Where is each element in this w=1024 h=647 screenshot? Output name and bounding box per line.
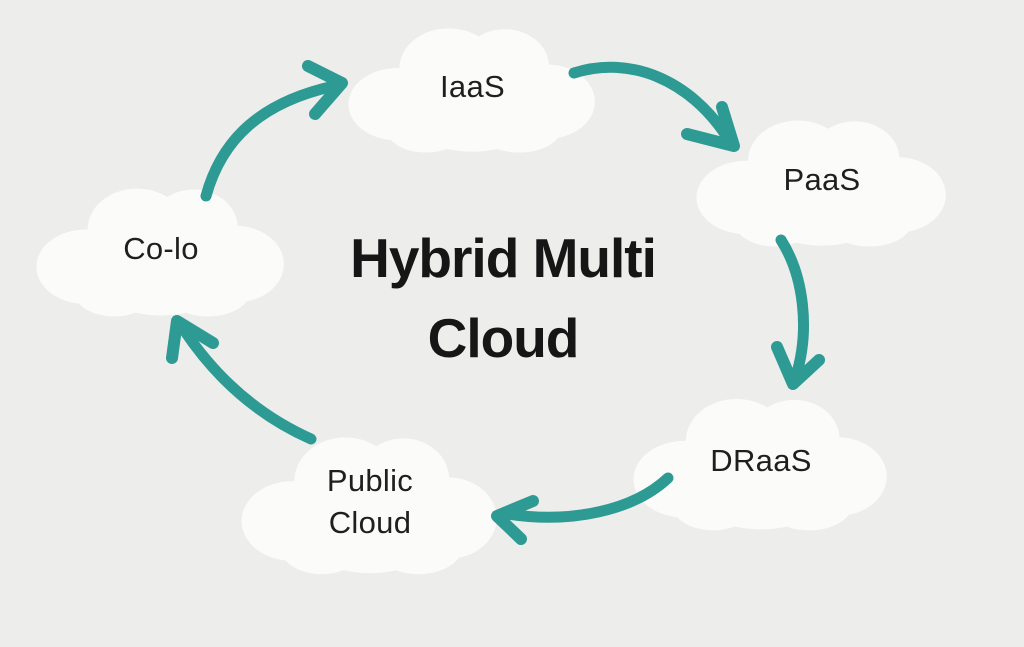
cloud-label-co-lo: Co-lo xyxy=(123,231,199,266)
cloud-node-paas: PaaS xyxy=(693,110,951,250)
cloud-node-co-lo: Co-lo xyxy=(33,178,289,320)
diagram-title-line1: Hybrid Multi xyxy=(350,227,657,289)
arrow-co-lo-to-iaas-icon xyxy=(200,60,348,202)
cloud-node-iaas: IaaS xyxy=(345,18,600,156)
cloud-label-paas: PaaS xyxy=(783,162,861,197)
cloud-label-draas: DRaaS xyxy=(710,443,812,478)
cloud-label-iaas: IaaS xyxy=(440,69,505,104)
arrow-public-cloud-to-co-lo-icon xyxy=(166,315,317,445)
cloud-node-draas: DRaaS xyxy=(630,388,892,534)
cloud-node-public-cloud: Public Cloud xyxy=(238,426,502,578)
cloud-label-public-cloud: Public Cloud xyxy=(327,460,413,544)
cloud-label-public-line1: Public xyxy=(326,463,414,498)
diagram-title: Hybrid Multi Cloud xyxy=(299,218,707,378)
arrow-paas-to-draas-icon xyxy=(771,234,825,390)
cloud-label-public-line2: Cloud xyxy=(328,505,412,540)
diagram-title-line2: Cloud xyxy=(427,307,580,369)
